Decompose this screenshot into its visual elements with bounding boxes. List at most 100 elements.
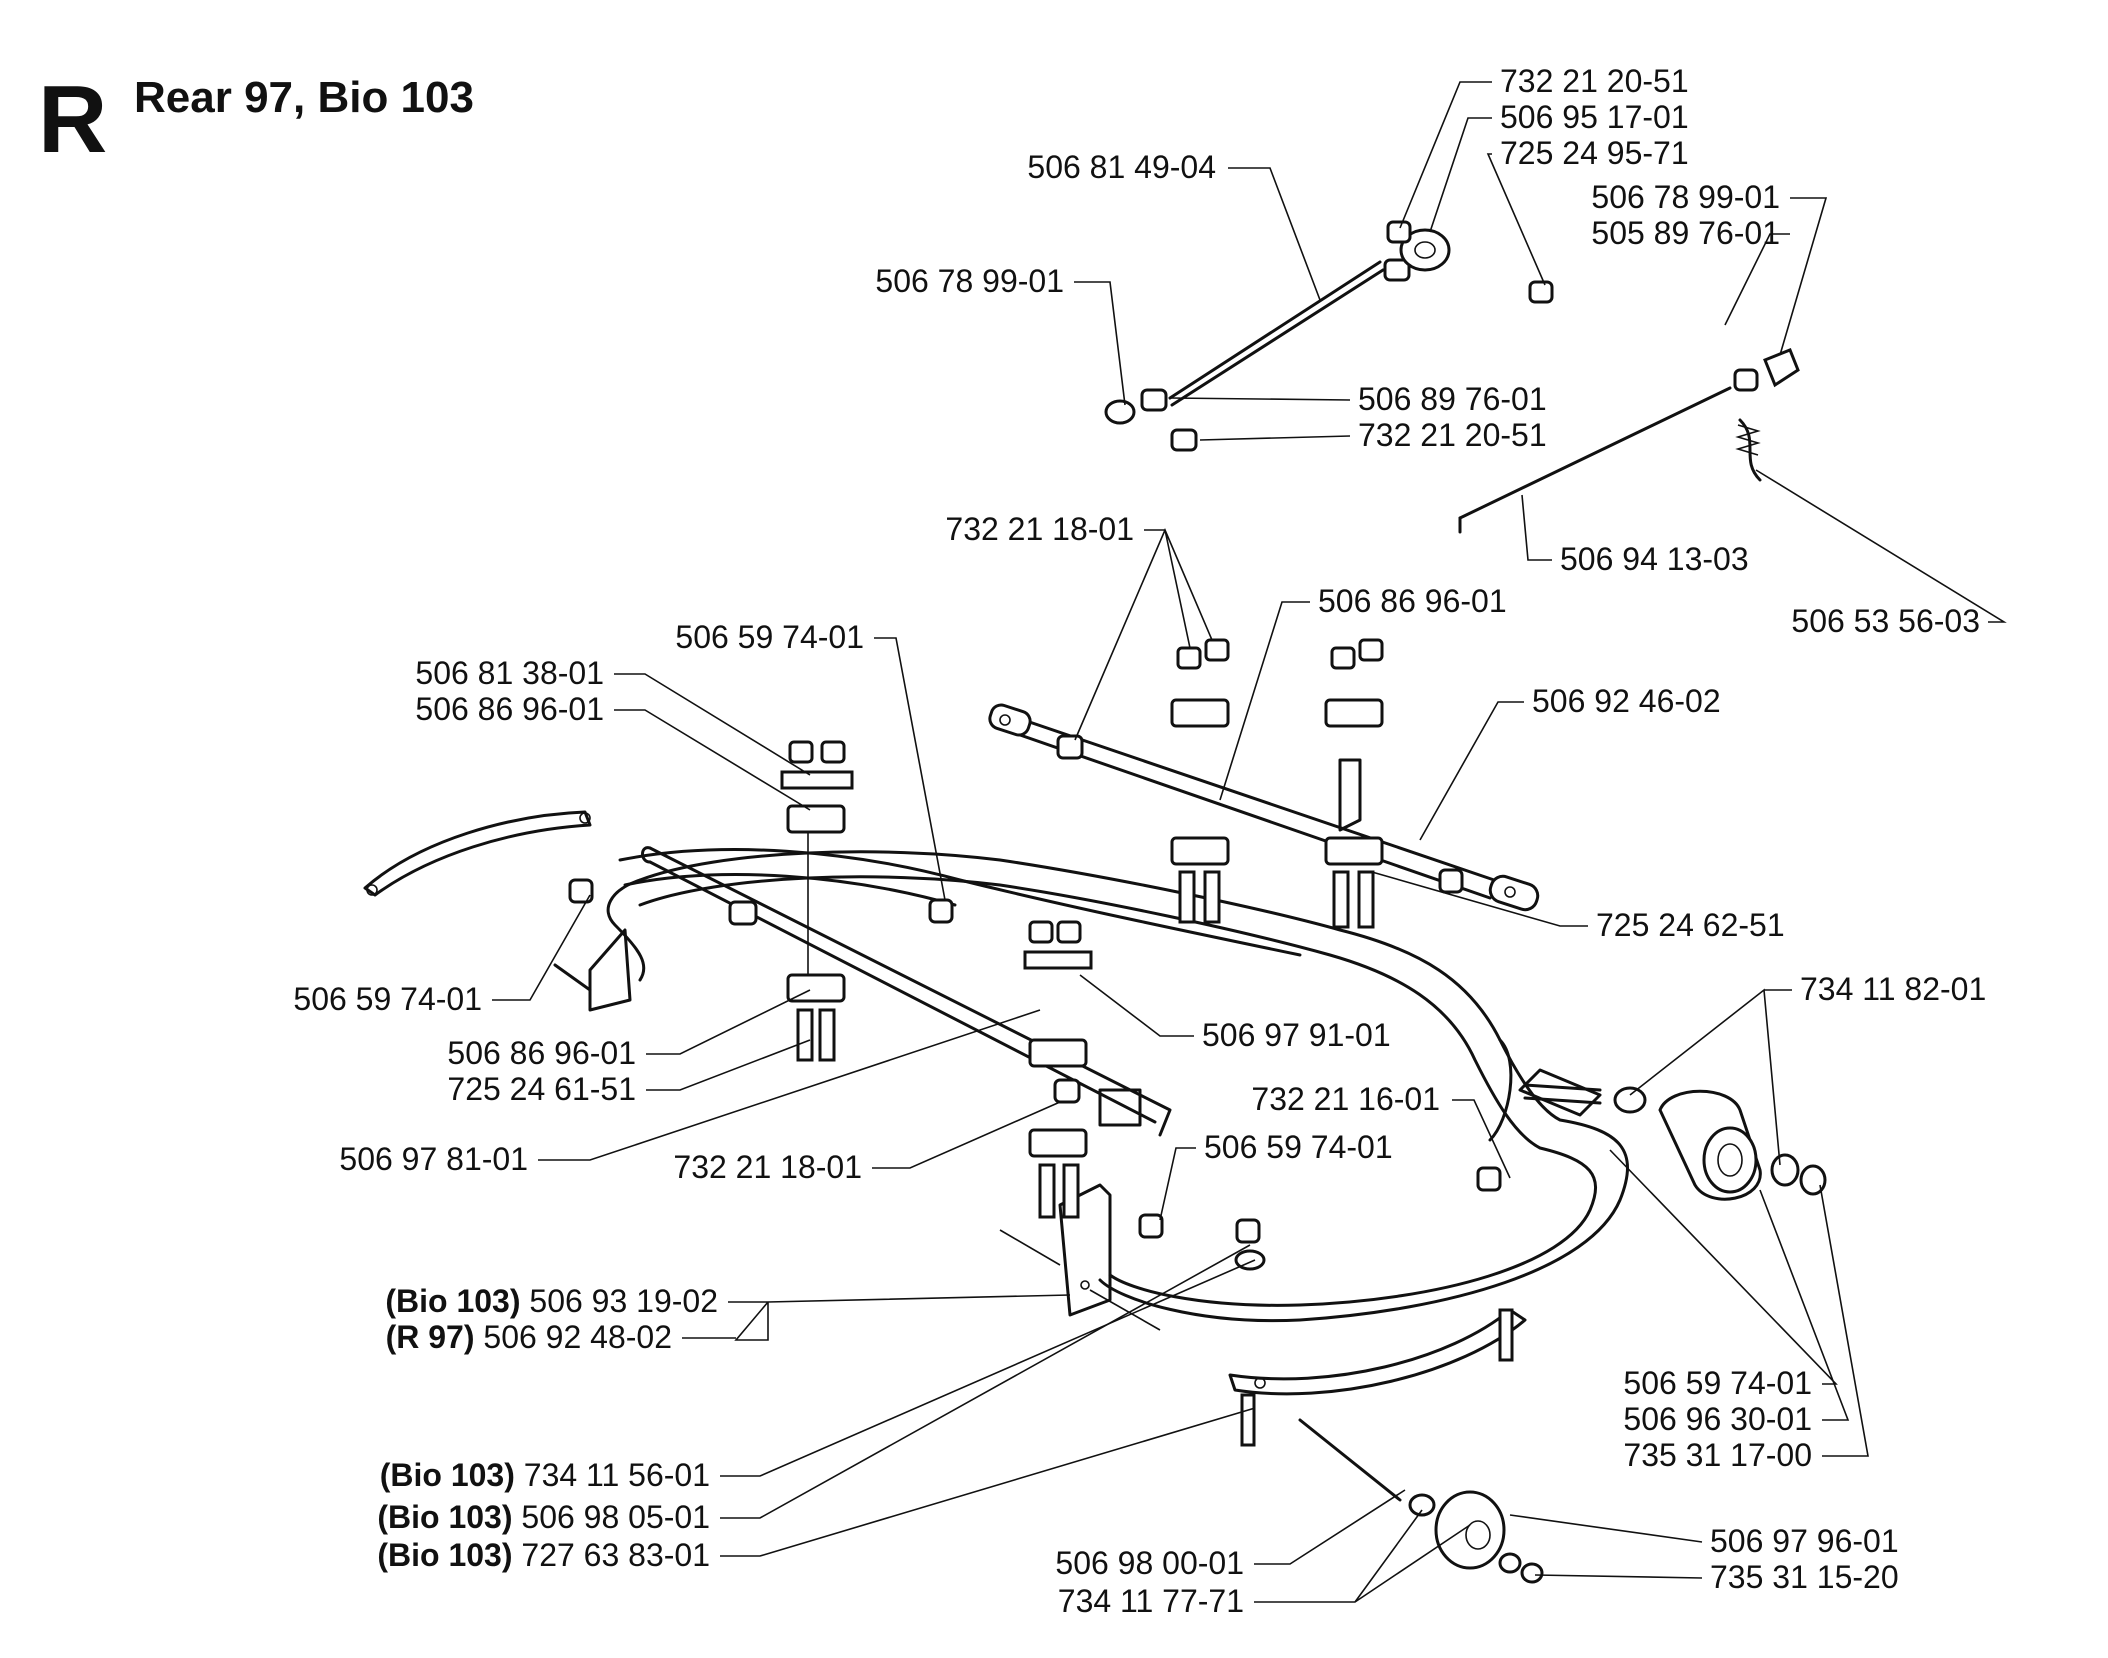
part-number: 725 24 62-51 bbox=[1596, 907, 1785, 943]
part-number-label: 734 11 82-01 bbox=[1800, 971, 1986, 1007]
part-number: 732 21 20-51 bbox=[1500, 63, 1689, 99]
callout-c23: 725 24 61-51 bbox=[447, 1039, 811, 1107]
leader-line bbox=[1074, 281, 1126, 406]
part-number-label: 506 59 74-01 bbox=[1204, 1129, 1393, 1165]
part-number: 735 31 15-20 bbox=[1710, 1559, 1899, 1595]
top-linkage-rod bbox=[1104, 220, 1554, 452]
leader-line bbox=[1759, 1189, 1850, 1421]
part-number-label: 732 21 16-01 bbox=[1251, 1081, 1440, 1117]
clamp-stack-center bbox=[1170, 638, 1230, 924]
callout-c35: (Bio 103) 727 63 83-01 bbox=[377, 1407, 1256, 1573]
variant-prefix: (Bio 103) bbox=[380, 1457, 524, 1493]
callout-c27: 732 21 18-01 bbox=[673, 1101, 1061, 1185]
callout-c8: 506 89 76-01 bbox=[1169, 381, 1547, 417]
part-number-label: 506 78 99-01 bbox=[1591, 179, 1780, 215]
leader-line bbox=[646, 1039, 811, 1091]
callout-c3: 725 24 95-71 bbox=[1486, 135, 1689, 286]
variant-prefix: (Bio 103) bbox=[377, 1499, 521, 1535]
part-number-label: (Bio 103) 727 63 83-01 bbox=[377, 1537, 710, 1573]
rear-axle-pin bbox=[1488, 1038, 1602, 1142]
callout-c28: (Bio 103) 506 93 19-02 bbox=[385, 1283, 1071, 1341]
part-number-label: 506 78 99-01 bbox=[875, 263, 1064, 299]
leader-line bbox=[1159, 1147, 1196, 1221]
leader-line bbox=[1819, 1184, 1869, 1457]
rear-cross-bar bbox=[988, 703, 1540, 912]
part-number: 734 11 82-01 bbox=[1800, 971, 1986, 1007]
leader-line bbox=[1486, 153, 1546, 286]
leader-line bbox=[1509, 1514, 1703, 1543]
callout-c16: 506 86 96-01 bbox=[415, 691, 811, 811]
part-number-label: 506 97 91-01 bbox=[1202, 1017, 1391, 1053]
leader-line bbox=[720, 1259, 1256, 1477]
callout-c6: 505 89 76-01 bbox=[1591, 215, 1790, 326]
leader-line bbox=[1521, 494, 1552, 561]
part-number-label: 506 53 56-03 bbox=[1791, 603, 1980, 639]
callout-c21: 506 97 91-01 bbox=[1079, 974, 1391, 1053]
part-number-label: 732 21 20-51 bbox=[1358, 417, 1547, 453]
callout-c14: 506 59 74-01 bbox=[675, 619, 946, 901]
part-number-label: 506 59 74-01 bbox=[293, 981, 482, 1017]
callout-c30: 506 59 74-01 bbox=[1609, 1149, 1838, 1401]
loose-nuts bbox=[568, 734, 1514, 1447]
leader-line bbox=[1609, 1149, 1838, 1385]
part-number: 732 21 18-01 bbox=[673, 1149, 862, 1185]
leader-line bbox=[1629, 988, 1792, 1166]
leader-line bbox=[1452, 1099, 1511, 1179]
part-number: 506 96 30-01 bbox=[1623, 1401, 1812, 1437]
part-number-label: 735 31 17-00 bbox=[1623, 1437, 1812, 1473]
callout-c20: 506 59 74-01 bbox=[293, 894, 591, 1017]
part-number: 725 24 61-51 bbox=[447, 1071, 636, 1107]
part-number: 732 21 16-01 bbox=[1251, 1081, 1440, 1117]
front-left-bracket bbox=[553, 928, 632, 1012]
callout-c38: 506 97 96-01 bbox=[1509, 1514, 1899, 1559]
callout-c37: 734 11 77-71 bbox=[1058, 1509, 1471, 1619]
part-number: 725 24 95-71 bbox=[1500, 135, 1689, 171]
callout-c25: 506 59 74-01 bbox=[1159, 1129, 1393, 1221]
part-number-label: 725 24 62-51 bbox=[1596, 907, 1785, 943]
part-number: 506 59 74-01 bbox=[1623, 1365, 1812, 1401]
leader-line bbox=[872, 1101, 1061, 1169]
part-number: 506 89 76-01 bbox=[1358, 381, 1547, 417]
part-number: 506 94 13-03 bbox=[1560, 541, 1749, 577]
part-number-label: 735 31 15-20 bbox=[1710, 1559, 1899, 1595]
part-number-label: 725 24 61-51 bbox=[447, 1071, 636, 1107]
part-number-label: 732 21 18-01 bbox=[673, 1149, 862, 1185]
variant-prefix: (Bio 103) bbox=[385, 1283, 529, 1319]
leader-line bbox=[1779, 197, 1828, 356]
leader-line bbox=[492, 894, 591, 1001]
callout-c9: 732 21 20-51 bbox=[1199, 417, 1547, 453]
clamp-stack-left bbox=[780, 740, 854, 1062]
leader-line bbox=[1228, 167, 1321, 301]
part-number: 506 86 96-01 bbox=[1318, 583, 1507, 619]
part-number-label: 725 24 95-71 bbox=[1500, 135, 1689, 171]
part-number-label: 506 95 17-01 bbox=[1500, 99, 1689, 135]
part-number-label: 506 97 81-01 bbox=[339, 1141, 528, 1177]
leader-line bbox=[1534, 1574, 1703, 1579]
left-strap bbox=[363, 810, 592, 897]
part-number-label: 506 81 49-04 bbox=[1027, 149, 1216, 185]
callout-c4: 506 81 49-04 bbox=[1027, 149, 1321, 301]
callout-c33: (Bio 103) 734 11 56-01 bbox=[380, 1259, 1256, 1493]
leader-line bbox=[538, 1009, 1041, 1161]
callout-c19: 734 11 82-01 bbox=[1629, 971, 1986, 1166]
leader-line bbox=[1254, 1509, 1471, 1603]
callout-c39: 735 31 15-20 bbox=[1534, 1559, 1899, 1595]
part-number-label: 506 98 00-01 bbox=[1055, 1545, 1244, 1581]
leader-line bbox=[614, 709, 811, 811]
callout-c32: 735 31 17-00 bbox=[1623, 1184, 1869, 1473]
part-number-label: (R 97) 506 92 48-02 bbox=[386, 1319, 672, 1355]
part-number: 506 78 99-01 bbox=[875, 263, 1064, 299]
part-number: 506 93 19-02 bbox=[529, 1283, 718, 1319]
part-number: 734 11 56-01 bbox=[524, 1457, 710, 1493]
clamp-stack-front bbox=[1023, 920, 1093, 1219]
part-number-label: 506 96 30-01 bbox=[1623, 1401, 1812, 1437]
part-number: 735 31 17-00 bbox=[1623, 1437, 1812, 1473]
callout-c18: 725 24 62-51 bbox=[1371, 871, 1785, 943]
callout-c26: 506 97 81-01 bbox=[339, 1009, 1041, 1177]
part-number-label: 506 97 96-01 bbox=[1710, 1523, 1899, 1559]
clamp-stack-right bbox=[1324, 638, 1384, 929]
part-number-label: (Bio 103) 506 98 05-01 bbox=[377, 1499, 710, 1535]
